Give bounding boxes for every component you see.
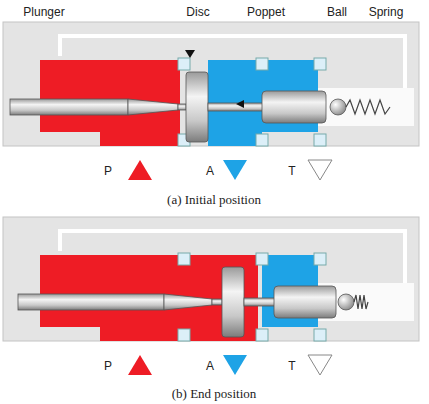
seat xyxy=(178,329,190,341)
plunger-cone xyxy=(128,99,178,115)
seat xyxy=(314,58,326,70)
port-label: A xyxy=(206,359,214,373)
port-label: A xyxy=(206,164,214,178)
disc xyxy=(222,267,244,337)
spring xyxy=(354,295,368,309)
seat xyxy=(178,253,190,265)
part-label: Disc xyxy=(186,5,209,19)
poppet xyxy=(274,286,336,318)
poppet-stem xyxy=(244,298,276,306)
valve-body xyxy=(3,217,419,341)
spring xyxy=(346,100,390,114)
part-label: Poppet xyxy=(247,5,285,19)
pressure-port-symbol xyxy=(128,160,152,180)
leader-arrow xyxy=(185,50,195,58)
disc-stem xyxy=(212,299,222,305)
port-label: T xyxy=(288,164,295,178)
ball xyxy=(338,294,354,310)
figure-caption: (a) Initial position xyxy=(167,192,261,207)
leader-arrow xyxy=(236,100,244,108)
spring-chamber xyxy=(318,88,414,126)
seat xyxy=(256,253,268,265)
tank-port-symbol xyxy=(308,355,332,375)
work-port-symbol xyxy=(223,355,247,375)
port-label: P xyxy=(104,164,112,178)
port-label: P xyxy=(104,359,112,373)
ball xyxy=(330,99,346,115)
part-label: Ball xyxy=(327,5,347,19)
seat xyxy=(256,58,268,70)
disc xyxy=(186,72,208,142)
seat xyxy=(314,134,326,146)
seat xyxy=(256,329,268,341)
seat xyxy=(256,134,268,146)
valve-initial xyxy=(3,22,419,180)
valve-end xyxy=(3,217,419,375)
seat xyxy=(314,329,326,341)
poppet-stem xyxy=(208,103,264,111)
part-label: Spring xyxy=(369,5,404,19)
plunger-rod xyxy=(10,99,128,115)
seat xyxy=(314,253,326,265)
tank-port-symbol xyxy=(308,160,332,180)
figure-caption: (b) End position xyxy=(172,386,257,401)
part-label: Plunger xyxy=(23,5,64,19)
seat xyxy=(178,58,190,70)
poppet xyxy=(262,91,326,123)
plunger-rod xyxy=(18,294,164,310)
work-port-symbol xyxy=(223,160,247,180)
pressure-port-symbol xyxy=(128,355,152,375)
valve-body xyxy=(3,22,419,146)
plunger-cone xyxy=(164,294,212,310)
port-label: T xyxy=(288,359,295,373)
disc-stem xyxy=(178,104,186,110)
